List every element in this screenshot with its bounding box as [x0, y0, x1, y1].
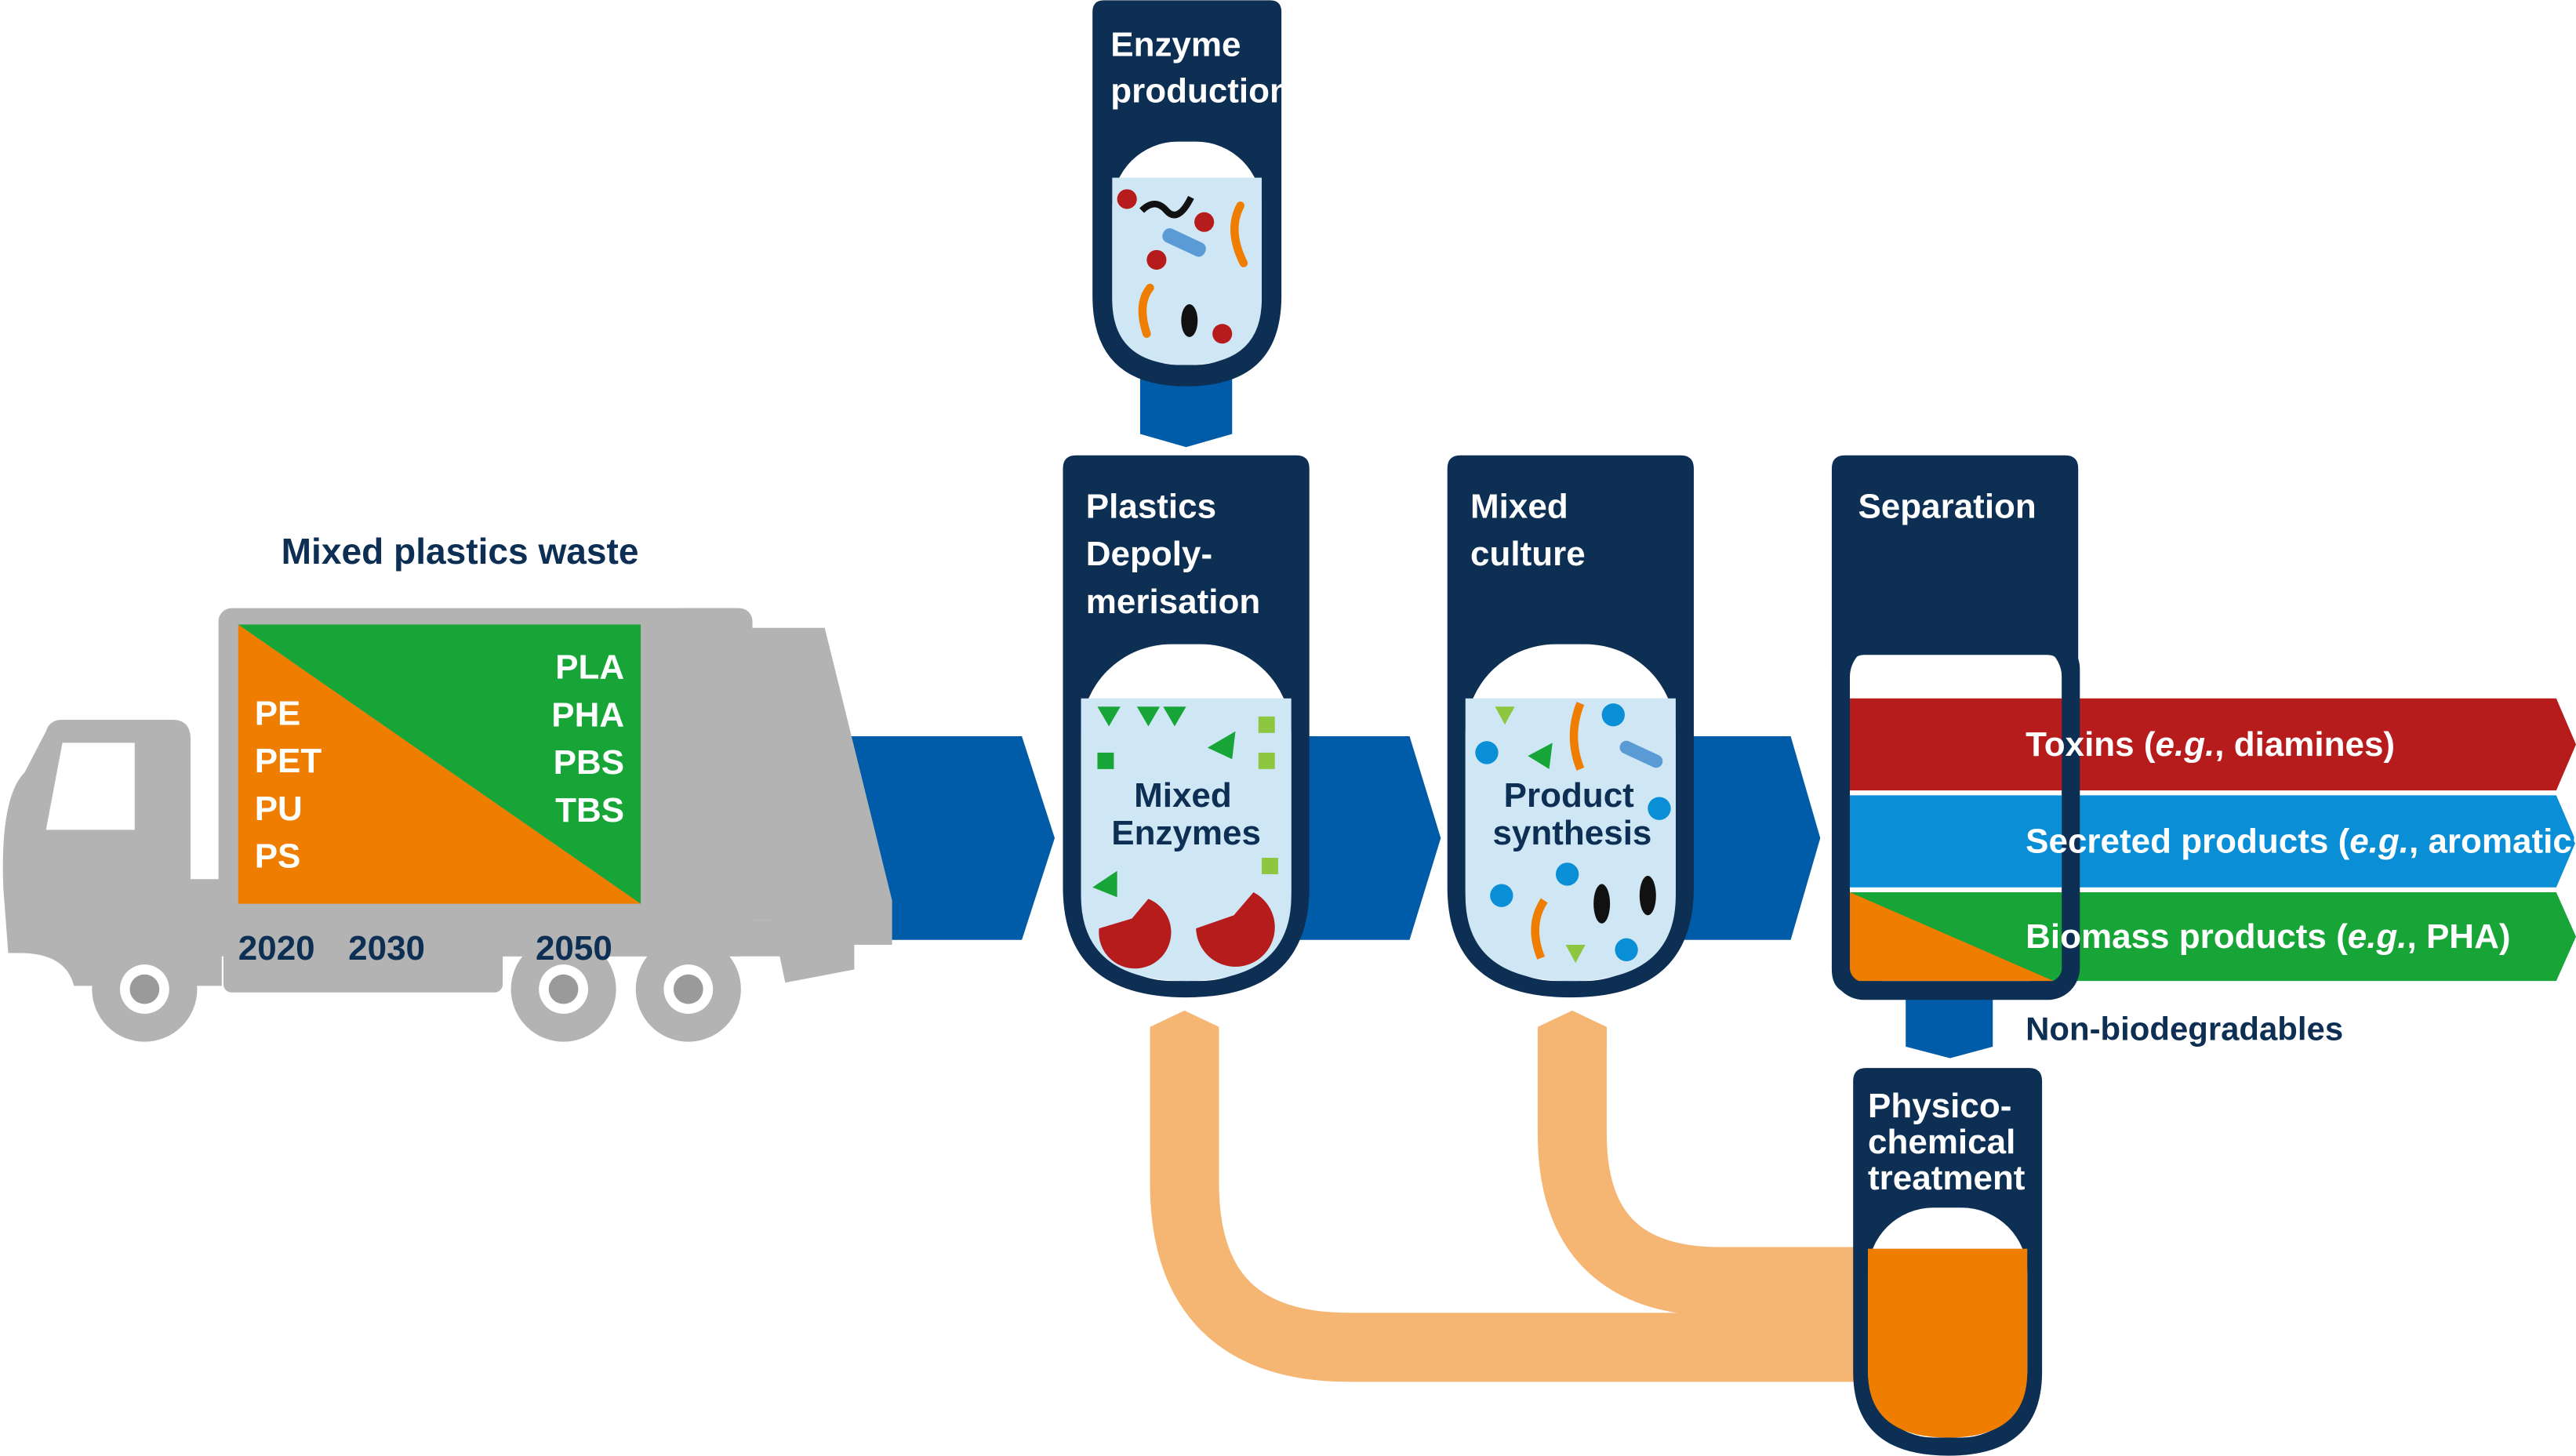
output-band-secreted — [1849, 795, 2576, 888]
recycle-pipe-enzymes — [1150, 1026, 1865, 1382]
truck-underbox — [223, 936, 503, 993]
plastic-label: PS — [255, 837, 301, 876]
vessel-label: Enzymes — [1111, 814, 1261, 852]
residue-wedge — [1849, 892, 2054, 982]
truck-wheels — [92, 936, 741, 1042]
garbage-truck: Mixed plastics waste PE PET PU PS PLA PH… — [2, 531, 892, 1042]
truck-title: Mixed plastics waste — [282, 531, 639, 572]
recycle-pipes — [1150, 1026, 1865, 1382]
truck-window — [45, 743, 135, 830]
pipe-cap-1 — [1150, 1010, 1219, 1052]
microbe-icons — [1117, 189, 1248, 344]
unit-label: Plastics — [1086, 487, 1216, 525]
unit-label: production — [1110, 71, 1291, 110]
pipe-cap-2 — [1537, 1010, 1607, 1052]
connector-arrow — [1139, 375, 1233, 448]
plastic-label: TBS — [555, 791, 624, 830]
output-band-toxins — [1849, 698, 2576, 791]
unit-label: chemical — [1868, 1123, 2015, 1161]
treatment-liquid — [1868, 1248, 2028, 1438]
plastic-label: PU — [255, 790, 303, 828]
unit-label: Physico- — [1868, 1087, 2011, 1125]
vessel-label: Product — [1504, 776, 1635, 815]
biodegradable-plastics-panel — [238, 624, 641, 904]
unit-label: treatment — [1868, 1159, 2026, 1197]
plastic-label: PET — [255, 742, 322, 780]
enzyme-production-unit: Enzyme production — [1092, 0, 1291, 448]
plastic-label: PLA — [555, 648, 624, 687]
residue-label: Non-biodegradables — [2026, 1011, 2343, 1048]
recycle-pipe-culture — [1537, 1026, 1865, 1316]
year-label: 2050 — [536, 929, 612, 968]
microbe-icons — [1475, 702, 1671, 964]
enzyme-icons — [1092, 706, 1278, 969]
unit-label: merisation — [1086, 583, 1260, 621]
flow-arrow-2 — [1298, 735, 1441, 940]
plastic-label: PE — [255, 694, 301, 732]
depolymerisation-unit: Plastics Depoly- merisation Mixed Enzyme… — [1063, 455, 1310, 998]
unit-label: Separation — [1858, 487, 2036, 525]
flow-arrow-3 — [1684, 735, 1821, 940]
year-label: 2030 — [348, 929, 425, 968]
plastic-label: PBS — [554, 743, 624, 782]
vessel-label: synthesis — [1492, 814, 1651, 852]
output-band-biomass — [1849, 892, 2576, 982]
unit-label: Depoly- — [1086, 535, 1212, 573]
unit-label: culture — [1470, 535, 1586, 573]
unit-label: Mixed — [1470, 487, 1568, 525]
output-label-biomass: Biomass products (e.g., PHA) — [2026, 917, 2510, 956]
physico-chemical-unit: Physico- chemical treatment — [1853, 1068, 2043, 1456]
plastic-label: PHA — [551, 695, 624, 734]
unit-label: Enzyme — [1110, 26, 1241, 64]
year-label: 2020 — [238, 929, 315, 968]
mixed-culture-unit: Mixed culture Product synthesis — [1447, 455, 1694, 998]
vessel-label: Mixed — [1134, 776, 1232, 815]
output-label-secreted: Secreted products (e.g., aromatics) — [2026, 822, 2576, 861]
connector-arrow — [1906, 986, 1993, 1058]
output-label-toxins: Toxins (e.g., diamines) — [2026, 725, 2395, 764]
separation-unit: Separation Toxins (e.g., diamines) Secre… — [1831, 455, 2576, 1058]
